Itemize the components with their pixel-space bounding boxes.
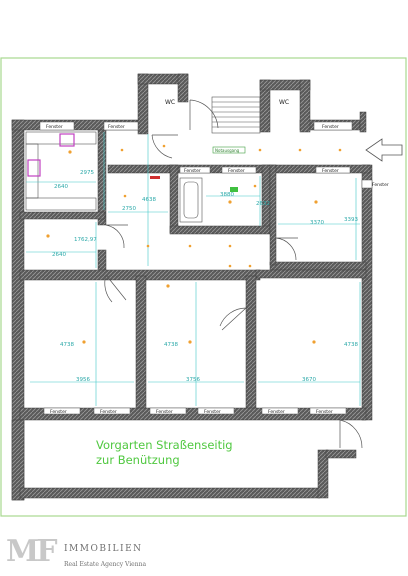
- garden-text-line-1: Vorgarten Straßenseitig: [96, 438, 233, 452]
- dim-4738-left: 4738: [60, 342, 74, 348]
- drawing-frame: [0, 57, 407, 517]
- window-label-8: Fenster: [50, 409, 67, 415]
- window-label-12: Fenster: [268, 409, 285, 415]
- dim-4738-right: 4738: [344, 342, 358, 348]
- entrance-arrow-icon: [365, 138, 403, 162]
- bathtub: [179, 177, 203, 223]
- dim-3370: 3370: [310, 220, 324, 226]
- window-label-9: Fenster: [100, 409, 117, 415]
- dim-3756: 3756: [186, 377, 200, 383]
- logo-mark: MF: [6, 534, 57, 569]
- dim-4638: 4638: [142, 197, 156, 203]
- dimension-lines: [26, 132, 361, 406]
- agency-logo: MF IMMOBILIEN Real Estate Agency Vienna: [6, 536, 166, 574]
- window-label-5: Fenster: [228, 168, 245, 174]
- window-label-10: Fenster: [156, 409, 173, 415]
- dim-3393: 3393: [344, 217, 358, 223]
- ceiling-lamps: [46, 144, 342, 344]
- dim-3670: 3670: [302, 377, 316, 383]
- logo-name: IMMOBILIEN: [64, 544, 143, 554]
- window-label-2: Fenster: [108, 124, 125, 130]
- staircase: [211, 96, 261, 134]
- dim-2640-room: 2640: [52, 252, 66, 258]
- dim-1762: 1762,97: [74, 237, 97, 243]
- dim-2640-kitchen: 2640: [54, 184, 68, 190]
- doors: [104, 99, 363, 449]
- window-markers: [39, 121, 373, 415]
- stove: [59, 133, 75, 147]
- window-label-7: Fenster: [372, 182, 389, 188]
- emergency-light-icon: [230, 187, 238, 192]
- wc-label-right: WC: [279, 99, 289, 106]
- garden-text-line-2: zur Benützung: [96, 453, 180, 467]
- dim-2750: 2750: [122, 206, 136, 212]
- exit-sign-label: Notausgang: [215, 148, 240, 153]
- dim-3956: 3956: [76, 377, 90, 383]
- dim-2975: 2975: [80, 170, 94, 176]
- dim-4738-middle: 4738: [164, 342, 178, 348]
- fire-extinguisher-icon: [150, 176, 160, 179]
- dim-3880: 3880: [220, 192, 234, 198]
- window-label-13: Fenster: [316, 409, 333, 415]
- kitchen-fixtures: [25, 131, 97, 211]
- window-label-11: Fenster: [204, 409, 221, 415]
- window-label-4: Fenster: [184, 168, 201, 174]
- walls: [11, 73, 373, 501]
- wc-label-left: WC: [165, 99, 175, 106]
- window-label-6: Fenster: [322, 168, 339, 174]
- exit-sign: [212, 146, 246, 154]
- window-label-1: Fenster: [46, 124, 63, 130]
- window-label-3: Fenster: [322, 124, 339, 130]
- logo-tagline: Real Estate Agency Vienna: [64, 561, 147, 568]
- fridge: [27, 159, 41, 177]
- dim-2632: 2632: [256, 201, 270, 207]
